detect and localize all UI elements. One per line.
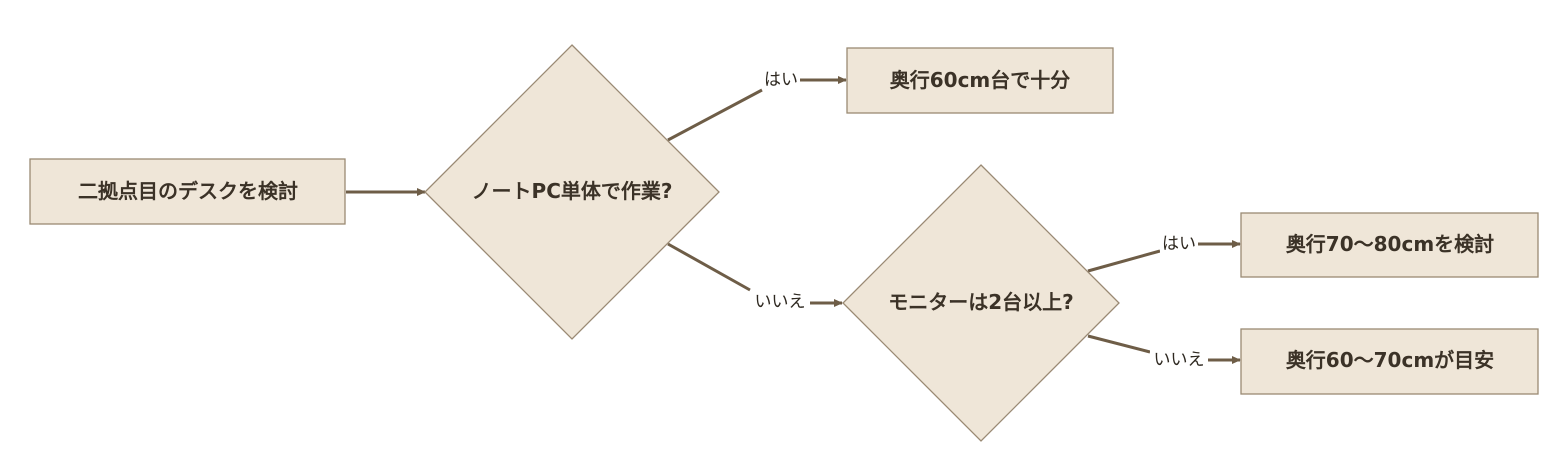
edge-label-q2-yes: はい	[1162, 234, 1196, 254]
node-r2: 奥行70～80cmを検討	[1240, 212, 1539, 278]
node-r1-label: 奥行60cm台で十分	[890, 68, 1071, 92]
edge-q2-no-line	[1087, 334, 1151, 354]
edge-label-q2-no: いいえ	[1154, 350, 1205, 370]
edge-labels: はい いいえ はい いいえ	[750, 68, 1208, 371]
edge-q1-no-line	[667, 242, 751, 292]
edges	[346, 76, 1241, 364]
node-q2: モニターは2台以上?	[842, 164, 1120, 442]
node-r2-label: 奥行70～80cmを検討	[1286, 232, 1494, 256]
node-start-label: 二拠点目のデスクを検討	[78, 179, 298, 203]
edge-q2-yes-line	[1087, 249, 1161, 273]
edge-label-q1-no: いいえ	[755, 292, 806, 312]
node-r3: 奥行60～70cmが目安	[1240, 328, 1539, 395]
edge-label-q1-yes: はい	[764, 70, 798, 90]
node-q2-label: モニターは2台以上?	[888, 290, 1074, 314]
edge-q1-yes-line	[667, 88, 763, 142]
node-start: 二拠点目のデスクを検討	[29, 158, 346, 225]
node-r3-label: 奥行60～70cmが目安	[1286, 348, 1494, 372]
node-r1: 奥行60cm台で十分	[846, 47, 1114, 114]
node-q1-label: ノートPC単体で作業?	[472, 179, 673, 203]
node-q1: ノートPC単体で作業?	[424, 44, 720, 340]
